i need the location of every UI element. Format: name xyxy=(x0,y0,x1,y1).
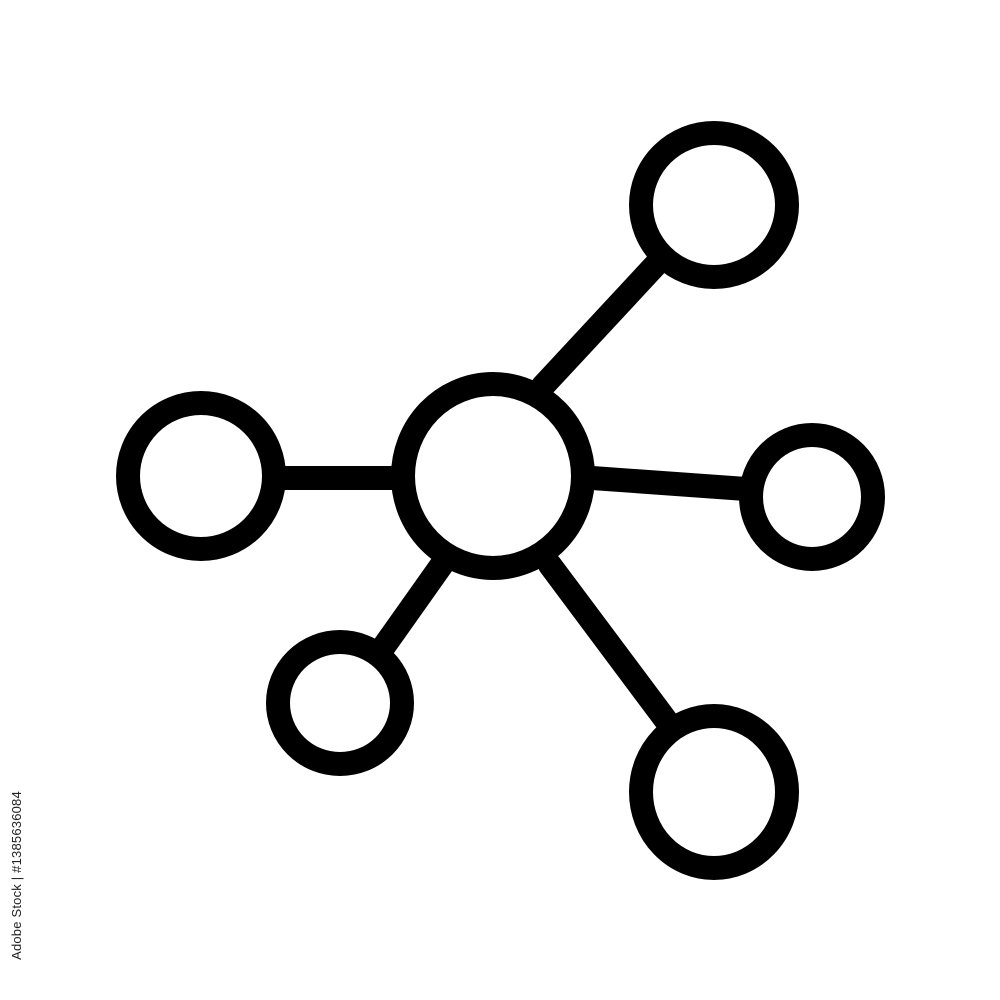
stock-id-watermark: Adobe Stock | #1385636084 xyxy=(6,755,26,995)
stock-id-text: Adobe Stock | #1385636084 xyxy=(8,790,24,960)
node-top-right xyxy=(629,121,799,289)
node-bottom-right xyxy=(629,704,799,880)
connector-right xyxy=(580,466,758,501)
connector-bottom-left xyxy=(368,551,455,664)
connector-top-right xyxy=(531,246,674,398)
node-right xyxy=(739,423,885,571)
node-left xyxy=(116,391,286,561)
node-bottom-left xyxy=(266,630,414,776)
node-center xyxy=(391,372,595,580)
connector-bottom-right xyxy=(538,553,683,739)
